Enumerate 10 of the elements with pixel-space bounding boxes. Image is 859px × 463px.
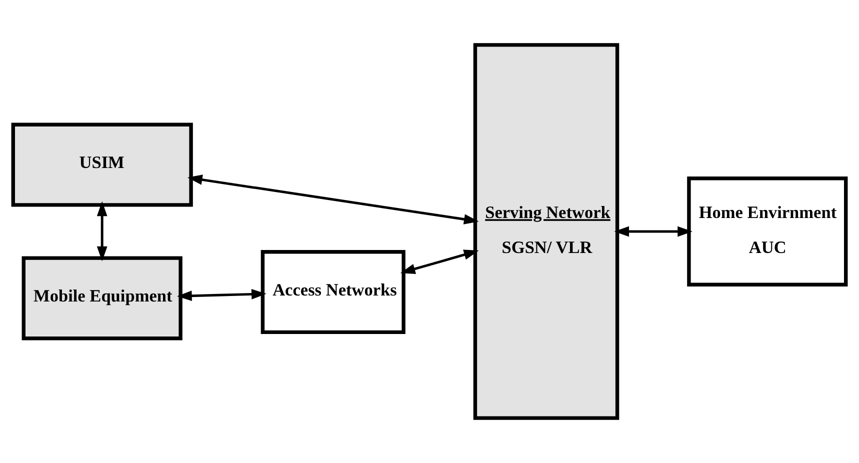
arrow <box>614 226 692 237</box>
node-box: Mobile Equipment <box>22 256 182 340</box>
arrow <box>96 201 108 262</box>
arrow <box>176 289 266 302</box>
node-box: Access Networks <box>260 250 406 334</box>
node-box: Serving Network SGSN/ VLR <box>473 43 620 420</box>
node-box: Home Envirnment AUC <box>687 176 848 286</box>
arrow <box>187 174 479 224</box>
node-box: USIM <box>11 122 193 207</box>
arrow <box>400 250 479 274</box>
